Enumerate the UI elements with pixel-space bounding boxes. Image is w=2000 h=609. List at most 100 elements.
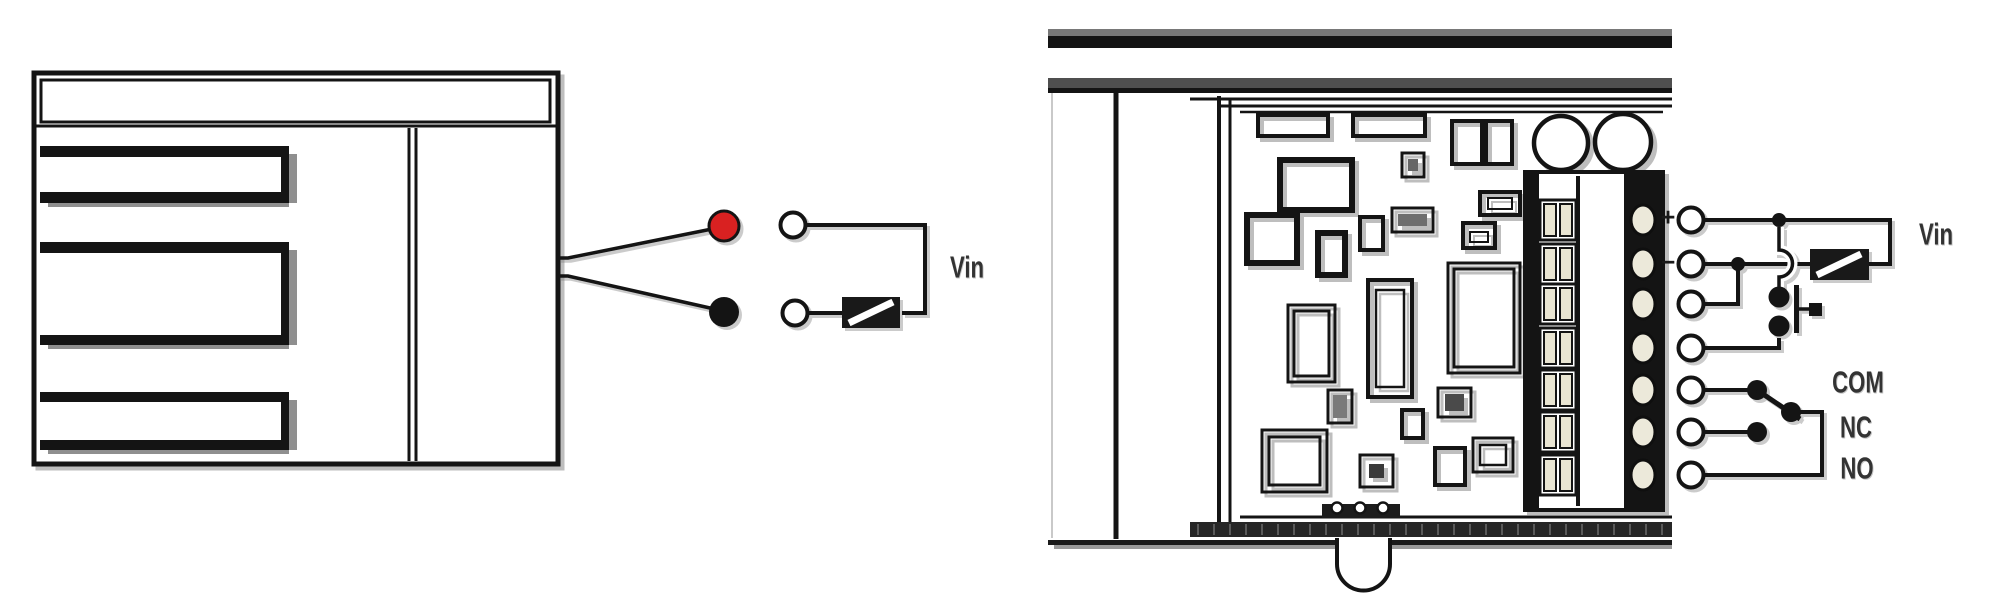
vin-loop-wire: [1703, 218, 1892, 266]
slot1-under-shadow: [48, 203, 289, 207]
junction-dot: [1731, 257, 1745, 271]
slot3-bottom-bar: [40, 440, 281, 450]
trimmer-pot: [1592, 111, 1654, 173]
wire-terminal-7: [1676, 460, 1706, 490]
wire-terminal-4: [1676, 333, 1706, 363]
pcb-component: [1390, 206, 1435, 234]
controller-enclosure: [1048, 29, 1672, 593]
slot2-bottom-bar: [40, 335, 281, 345]
pcb-component: [1333, 395, 1347, 418]
pcb-component: [1445, 394, 1464, 411]
pcb-component: [1292, 309, 1331, 378]
pcb-component: [1471, 436, 1515, 474]
slot2-end-cap: [281, 242, 289, 345]
pcb-component: [1433, 446, 1467, 487]
vin-label-right: Vin: [1918, 217, 1954, 252]
connector-pin: [1353, 501, 1367, 515]
terminal-screw-6: [1629, 415, 1657, 449]
terminal-cell-pane: [1543, 373, 1557, 407]
terminal-screw-5: [1629, 373, 1657, 407]
no-wire: [1703, 410, 1824, 477]
pcb-component: [1326, 388, 1354, 425]
pcb-component: [1358, 453, 1395, 489]
terminal-negative: [780, 298, 810, 328]
wire-terminal-5: [1676, 375, 1706, 405]
pcb-component: [1450, 119, 1484, 166]
slot1-end-cap: [281, 146, 289, 203]
terminal-cell-pane: [1559, 373, 1573, 407]
pcb-component: [1400, 151, 1426, 179]
pcb-component: [1484, 119, 1514, 166]
plus-sign: +: [1660, 203, 1676, 232]
pcb-component: [1256, 113, 1330, 138]
din-clip: [1335, 538, 1392, 593]
pcb-connector-inner: [1374, 288, 1406, 389]
terminal-screw-7: [1629, 458, 1657, 492]
switch-contact-lower: [1768, 315, 1790, 337]
pcb-connector: [1366, 278, 1414, 399]
top-rail: [1048, 36, 1672, 48]
terminal3-jumper-wire: [1703, 268, 1740, 306]
pcb-relay: [1260, 428, 1329, 494]
pcb-component: [1277, 157, 1355, 213]
vin-label-left: Vin: [949, 250, 985, 285]
pcb-ic-inner: [1452, 267, 1516, 369]
wire-terminal-2: [1676, 249, 1706, 279]
pcb-relay-inner: [1267, 435, 1322, 487]
red-lead-dot: [707, 209, 741, 243]
pcb-component: [1400, 408, 1425, 440]
sensor-top-band: [39, 78, 552, 124]
terminal-cell-pane: [1543, 458, 1557, 492]
slot2-top-bar: [40, 242, 281, 253]
terminal-cell-pane: [1543, 203, 1557, 237]
relay-nc-contact: [1747, 422, 1767, 442]
wire-hop: [1777, 227, 1795, 288]
enclosure-top-line: [1048, 88, 1672, 93]
terminal-cell-pane: [1543, 331, 1557, 365]
pcb-component: [1351, 113, 1427, 138]
trimmer-pot: [1531, 113, 1591, 173]
junction-dot: [1772, 213, 1786, 227]
black-lead-dot: [709, 297, 739, 327]
terminal-cell-pane: [1559, 287, 1573, 321]
terminal-screw-4: [1629, 331, 1657, 365]
slot2-under-shadow: [48, 345, 289, 349]
connector-pin: [1376, 501, 1390, 515]
switch-contact-upper: [1768, 286, 1790, 308]
pcb-component: [1369, 464, 1384, 478]
pcb-component: [1358, 215, 1385, 252]
terminal-screw-1: [1629, 203, 1657, 237]
vin-loop-wire: [806, 223, 927, 315]
pcb-component: [1461, 221, 1497, 250]
top-rail-highlight: [1048, 29, 1672, 36]
pcb-component: [1487, 197, 1513, 210]
nc-label: NC: [1840, 410, 1872, 445]
switch-bridge-bar: [1794, 285, 1799, 333]
terminal-cell-pane: [1543, 247, 1557, 281]
power-supply-slash: [1815, 250, 1863, 279]
pcb-component: [1315, 230, 1348, 278]
com-label: COM: [1832, 365, 1884, 400]
terminal-cell-pane: [1559, 458, 1573, 492]
terminal-block-frame: [1525, 172, 1539, 510]
terminal-positive: [778, 210, 808, 240]
slot3-shadow: [289, 400, 297, 450]
controller-wiring: [1676, 205, 1892, 490]
slot1-bottom-bar: [40, 192, 281, 203]
terminal-screw-2: [1629, 247, 1657, 281]
power-supply-slash: [847, 298, 895, 327]
wire-terminal-1: [1676, 205, 1706, 235]
wire-terminal-3: [1676, 289, 1706, 319]
pcb-component: [1286, 303, 1337, 384]
float-switch-figure: [31, 70, 561, 467]
terminal-cell-pane: [1543, 415, 1557, 449]
terminal-cell-pane: [1559, 415, 1573, 449]
no-label: NO: [1840, 451, 1874, 486]
terminal-cell-pane: [1559, 247, 1573, 281]
terminal-cell-pane: [1559, 203, 1573, 237]
controller-pcb: [1244, 111, 1654, 494]
lead-wire-negative: [558, 274, 711, 310]
connector-pin: [1330, 501, 1344, 515]
